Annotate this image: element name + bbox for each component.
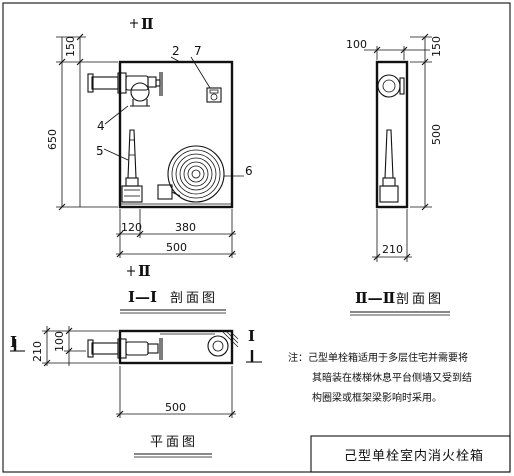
dim-width-total: 500 bbox=[166, 241, 187, 254]
section-2-view: 100 150 500 210 Ⅱ—Ⅱ 剖面图 bbox=[346, 33, 450, 316]
title-block: 己型单栓室内消火栓箱 bbox=[310, 435, 511, 473]
label-part-2: 2 bbox=[172, 44, 180, 58]
plan-section-mark-left: Ⅰ bbox=[10, 333, 17, 351]
dim-height-total: 650 bbox=[46, 129, 59, 150]
section-mark-bottom: Ⅱ bbox=[138, 262, 151, 280]
dim-left-offset: 120 bbox=[121, 221, 142, 234]
section-1-view: 2 7 4 5 6 Ⅱ Ⅱ 150 650 120 bbox=[46, 15, 253, 314]
side-cabinet-outline bbox=[375, 60, 409, 209]
dim-plan-210: 210 bbox=[31, 341, 44, 362]
note-line-1: 注：己型单栓箱适用于多层住宅并需要将 bbox=[288, 351, 468, 364]
title-block-text: 己型单栓室内消火栓箱 bbox=[344, 448, 484, 464]
dim-right-span: 380 bbox=[175, 221, 196, 234]
plan-section-mark-right: Ⅰ bbox=[248, 327, 255, 345]
sheet-border bbox=[2, 2, 511, 473]
label-part-4: 4 bbox=[97, 119, 105, 133]
nozzle bbox=[121, 129, 143, 203]
plan-cabinet-outline bbox=[118, 329, 234, 365]
note-line-3: 构圈梁或框架梁影响时采用。 bbox=[312, 391, 442, 404]
plan-view: Ⅰ Ⅰ 210 100 500 平面图 bbox=[10, 326, 262, 458]
dim-side-100: 100 bbox=[346, 38, 367, 51]
section-2-title-roman: Ⅱ—Ⅱ bbox=[355, 289, 395, 307]
section-1-title-cn: 剖面图 bbox=[170, 291, 218, 306]
section-2-title-cn: 剖面图 bbox=[396, 292, 444, 307]
dim-side-500: 500 bbox=[430, 124, 443, 145]
hose-reel bbox=[157, 145, 225, 203]
note-block: 注：己型单栓箱适用于多层住宅并需要将 其暗装在楼梯休息平台侧墙又受到结 构圈梁或… bbox=[288, 351, 472, 404]
note-line-2: 其暗装在楼梯休息平台侧墙又受到结 bbox=[312, 371, 472, 384]
dim-side-210: 210 bbox=[382, 243, 403, 256]
section-mark-top: Ⅱ bbox=[141, 15, 154, 33]
dim-top-offset: 150 bbox=[64, 36, 77, 57]
dim-plan-500: 500 bbox=[165, 401, 186, 414]
section-1-title-roman: Ⅰ—Ⅰ bbox=[128, 288, 157, 306]
dim-side-150: 150 bbox=[430, 36, 443, 57]
dim-plan-100: 100 bbox=[53, 331, 66, 352]
plan-title: 平面图 bbox=[150, 435, 198, 450]
cabinet-outline bbox=[118, 60, 234, 209]
label-part-5: 5 bbox=[96, 144, 104, 158]
label-part-6: 6 bbox=[245, 164, 253, 178]
label-part-7: 7 bbox=[194, 44, 202, 58]
